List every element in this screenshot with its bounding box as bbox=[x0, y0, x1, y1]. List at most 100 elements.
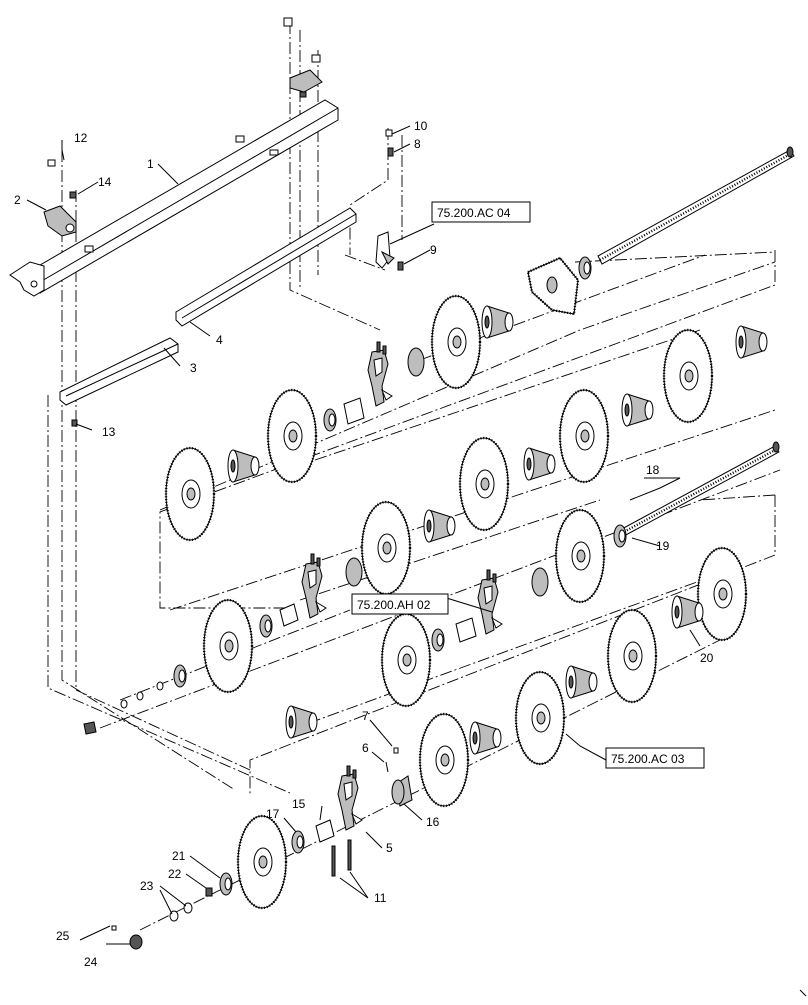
bearing-arm-5 bbox=[337, 765, 363, 831]
washer-25 bbox=[111, 925, 117, 931]
callout-22: 22 bbox=[168, 867, 182, 881]
callout-9: 9 bbox=[430, 243, 437, 257]
bearing-hub bbox=[531, 567, 549, 597]
callout-21: 21 bbox=[172, 849, 186, 863]
bearing-arm bbox=[301, 553, 327, 619]
pin-6 bbox=[385, 761, 389, 773]
bearing-collar bbox=[259, 614, 273, 638]
callout-labels: 1 2 3 4 5 6 7 8 9 10 11 12 13 14 15 16 1… bbox=[14, 119, 714, 969]
bearing-collar bbox=[431, 628, 445, 652]
washers-22-23 bbox=[169, 887, 213, 922]
reference-ah02-label[interactable]: 75.200.AH 02 bbox=[357, 598, 431, 612]
callout-17: 17 bbox=[266, 807, 280, 821]
bolt-9 bbox=[397, 261, 404, 271]
callout-20: 20 bbox=[700, 651, 714, 665]
bolt-14 bbox=[69, 191, 77, 199]
callout-13: 13 bbox=[102, 425, 116, 439]
disc-blade bbox=[696, 546, 748, 642]
callout-6: 6 bbox=[362, 741, 369, 755]
spacer-tube bbox=[343, 397, 365, 425]
disc-blade bbox=[558, 388, 610, 484]
spacer-tube bbox=[279, 603, 477, 643]
shaft-collar-19 bbox=[613, 524, 627, 548]
spacer-spool bbox=[565, 665, 598, 699]
callout-16: 16 bbox=[426, 815, 440, 829]
bolt-8 bbox=[387, 147, 394, 157]
callout-10: 10 bbox=[414, 119, 428, 133]
assembly-centerlines bbox=[47, 22, 781, 931]
end-collar bbox=[173, 664, 187, 688]
upper-shaft bbox=[597, 146, 795, 265]
callout-11: 11 bbox=[374, 891, 387, 905]
reference-ac04[interactable]: 75.200.AC 04 bbox=[431, 201, 531, 223]
callout-3: 3 bbox=[190, 361, 197, 375]
callout-7: 7 bbox=[362, 709, 369, 723]
lower-shaft bbox=[619, 441, 780, 537]
reference-ah02[interactable]: 75.200.AH 02 bbox=[351, 593, 449, 615]
bolts-11 bbox=[331, 839, 352, 877]
hub-21 bbox=[219, 872, 233, 896]
reference-ac03[interactable]: 75.200.AC 03 bbox=[605, 747, 705, 769]
bearing-arm bbox=[477, 569, 503, 635]
callout-25: 25 bbox=[56, 929, 70, 943]
rail-3 bbox=[59, 337, 179, 406]
shaft-collar bbox=[578, 256, 592, 280]
callout-2: 2 bbox=[14, 193, 21, 207]
disc-blade bbox=[360, 500, 412, 596]
spacer-spool bbox=[423, 509, 456, 543]
grease-fitting-7 bbox=[393, 747, 399, 754]
spacer-spool bbox=[621, 393, 654, 427]
callout-8: 8 bbox=[414, 137, 421, 151]
callout-12: 12 bbox=[74, 131, 88, 145]
nut-24 bbox=[129, 934, 143, 950]
bearing-hub-16 bbox=[391, 775, 413, 807]
corner-mark bbox=[799, 989, 807, 997]
callout-4: 4 bbox=[216, 333, 223, 347]
disc-blade bbox=[458, 436, 510, 532]
mount-bracket bbox=[43, 205, 77, 237]
disc-blade bbox=[514, 670, 566, 766]
callout-24: 24 bbox=[84, 955, 98, 969]
disc-blade bbox=[418, 712, 470, 808]
reference-ac03-label[interactable]: 75.200.AC 03 bbox=[611, 752, 685, 766]
disc-blade bbox=[662, 328, 714, 424]
leader-lines bbox=[26, 125, 701, 945]
callout-23: 23 bbox=[140, 879, 154, 893]
disc-blade bbox=[236, 814, 288, 910]
bearing-collar-17 bbox=[291, 830, 305, 854]
disc-blade bbox=[164, 446, 216, 542]
callout-18: 18 bbox=[646, 463, 660, 477]
disc-blade bbox=[606, 608, 658, 704]
rail-4 bbox=[175, 207, 357, 327]
spacer-tube-15 bbox=[315, 819, 335, 843]
bearing-collar bbox=[323, 408, 337, 432]
spacer-spool bbox=[735, 325, 768, 359]
disc-blade bbox=[554, 508, 606, 604]
callout-19: 19 bbox=[656, 539, 670, 553]
bolt-13 bbox=[71, 419, 78, 427]
bearing-hub bbox=[345, 557, 363, 587]
callout-1: 1 bbox=[147, 157, 154, 171]
spacer-spool bbox=[469, 721, 502, 755]
disc-blade bbox=[266, 388, 318, 484]
spacer-spool bbox=[285, 705, 318, 739]
callout-14: 14 bbox=[98, 175, 112, 189]
callout-15: 15 bbox=[292, 797, 306, 811]
spacer-spool bbox=[481, 305, 514, 339]
washers-row2 bbox=[83, 681, 164, 735]
callout-5: 5 bbox=[386, 841, 393, 855]
disc-blade bbox=[380, 612, 432, 708]
disc-blade bbox=[202, 598, 254, 694]
disc-blade bbox=[430, 294, 482, 390]
spacer-spool bbox=[523, 447, 556, 481]
bearing-hub bbox=[407, 347, 425, 377]
hanger-bracket bbox=[375, 231, 395, 269]
scraper-plate bbox=[526, 256, 580, 316]
bearing-arm bbox=[367, 341, 393, 407]
upper-bracket bbox=[283, 17, 323, 98]
nut-12 bbox=[47, 159, 56, 167]
reference-ac04-label[interactable]: 75.200.AC 04 bbox=[437, 206, 511, 220]
main-frame-beam bbox=[9, 99, 339, 297]
nut-10 bbox=[385, 129, 393, 137]
